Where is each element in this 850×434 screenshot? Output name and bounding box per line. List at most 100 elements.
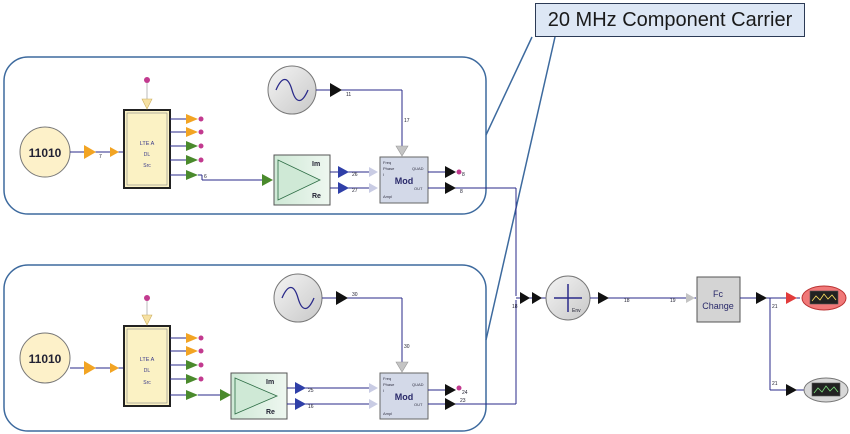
port-lte-top-param xyxy=(141,98,153,110)
modulator-bottom[interactable]: Freq Phase I Ampl QUAD OUT Mod xyxy=(379,372,429,420)
lte-source-top[interactable]: LTE A DL Src xyxy=(123,109,171,189)
port-top-osc-out xyxy=(330,83,342,97)
carrier-callout: 20 MHz Component Carrier xyxy=(535,3,805,37)
wire-label: 18 xyxy=(512,304,518,310)
complex-re: Re xyxy=(312,193,321,200)
port-scope-top xyxy=(786,292,797,304)
port-top-re xyxy=(338,182,349,194)
mod-freq: Freq xyxy=(383,376,391,381)
port-top-lte-in xyxy=(110,147,119,157)
mod-phase: Phase xyxy=(383,382,395,387)
complex-block-top[interactable]: Im Re xyxy=(273,154,331,206)
mod-ampl: Ampl xyxy=(383,194,392,199)
wire-label: 25 xyxy=(308,388,314,394)
callout-line-top xyxy=(485,36,533,136)
modulator-top[interactable]: Freq Phase I Ampl QUAD OUT Mod xyxy=(379,156,429,204)
port-bot-mod-q xyxy=(369,399,378,409)
port-fc-out xyxy=(756,292,767,304)
port-bot-mod-out1 xyxy=(445,384,456,396)
complex-re: Re xyxy=(266,409,275,416)
wire-label: 21 xyxy=(772,381,778,387)
fc-change-block[interactable]: Fc Change xyxy=(696,276,741,323)
port-top-mod-out2 xyxy=(445,182,456,194)
wire-label: 30 xyxy=(404,344,410,350)
port-lte-bottom-param xyxy=(141,314,153,326)
port-scope-bottom xyxy=(786,384,797,396)
lte-top-outputs xyxy=(170,114,204,180)
mod-i: I xyxy=(383,172,384,177)
lte-dl: DL xyxy=(144,152,151,158)
port-bot-cplx-in xyxy=(220,389,231,401)
complex-block-bottom[interactable]: Im Re xyxy=(230,372,288,420)
wire-label: 30 xyxy=(352,292,358,298)
mod-quad: QUAD xyxy=(412,382,424,387)
port-fc-in xyxy=(686,293,695,303)
wire-label: 21 xyxy=(772,304,778,310)
wire-label: 23 xyxy=(460,398,466,404)
pin-bot-mod-out1 xyxy=(456,385,462,391)
lte-src: Src xyxy=(143,163,151,169)
port-sum-out xyxy=(598,292,609,304)
mod-out: OUT xyxy=(414,402,423,407)
port-top-src-out xyxy=(84,145,96,159)
source-top[interactable]: 11010 xyxy=(19,126,71,178)
wire-label: 6 xyxy=(204,174,207,180)
wire-label: 8 xyxy=(460,189,463,195)
carrier-panel-bottom xyxy=(3,264,487,432)
pin-top-mod-out1 xyxy=(456,169,462,175)
lte-src: Src xyxy=(143,380,151,386)
mod-phase: Phase xyxy=(383,166,395,171)
wire-label: 7 xyxy=(99,154,102,160)
port-top-mod-out1 xyxy=(445,166,456,178)
port-top-mod-freq xyxy=(395,145,409,157)
fc-line2: Change xyxy=(702,301,734,311)
wire-label: 24 xyxy=(462,390,468,396)
adder-env: Env xyxy=(572,308,581,314)
wire-label: 18 xyxy=(624,298,630,304)
port-bot-re xyxy=(295,398,306,410)
wire-label: 16 xyxy=(308,404,314,410)
lte-title: LTE A xyxy=(140,141,155,147)
wire-label: 19 xyxy=(670,298,676,304)
port-bot-osc-out xyxy=(336,291,348,305)
callout-line-bottom xyxy=(485,36,556,341)
lte-source-bottom[interactable]: LTE A DL Src xyxy=(123,325,171,407)
wire-label: 8 xyxy=(462,172,465,178)
carrier-callout-title: 20 MHz Component Carrier xyxy=(547,8,793,31)
adder-block[interactable]: Env xyxy=(545,275,591,321)
port-sum-in-b xyxy=(532,292,542,304)
mod-label: Mod xyxy=(395,176,414,186)
wire-label: 27 xyxy=(352,188,358,194)
port-sum-in-a xyxy=(520,292,530,304)
wire-label: 17 xyxy=(404,118,410,124)
wire-label: 26 xyxy=(352,172,358,178)
port-bot-im xyxy=(295,382,306,394)
pin-lte-bottom xyxy=(144,295,150,301)
mod-freq: Freq xyxy=(383,160,391,165)
oscillator-bottom[interactable] xyxy=(273,273,323,323)
lte-bottom-outputs xyxy=(170,333,204,400)
port-bot-src-out xyxy=(84,361,96,375)
complex-im: Im xyxy=(312,161,320,168)
mod-i: I xyxy=(383,388,384,393)
mod-label: Mod xyxy=(395,392,414,402)
port-bot-mod-i xyxy=(369,383,378,393)
spectrum-scope-gray[interactable] xyxy=(803,377,849,403)
oscillator-top[interactable] xyxy=(267,65,317,115)
port-bot-mod-out2 xyxy=(445,398,456,410)
source-top-label: 11010 xyxy=(29,146,62,160)
wire-label: 11 xyxy=(346,92,351,98)
mod-quad: QUAD xyxy=(412,166,424,171)
complex-im: Im xyxy=(266,379,274,386)
fc-line1: Fc xyxy=(713,289,723,299)
spectrum-scope-red[interactable] xyxy=(801,285,847,311)
source-bottom[interactable]: 11010 xyxy=(19,332,71,384)
pin-lte-top xyxy=(144,77,150,83)
port-top-mod-i xyxy=(369,167,378,177)
port-bot-mod-freq xyxy=(395,361,409,373)
lte-title: LTE A xyxy=(140,357,155,363)
source-bottom-label: 11010 xyxy=(29,352,62,366)
mod-out: OUT xyxy=(414,186,423,191)
